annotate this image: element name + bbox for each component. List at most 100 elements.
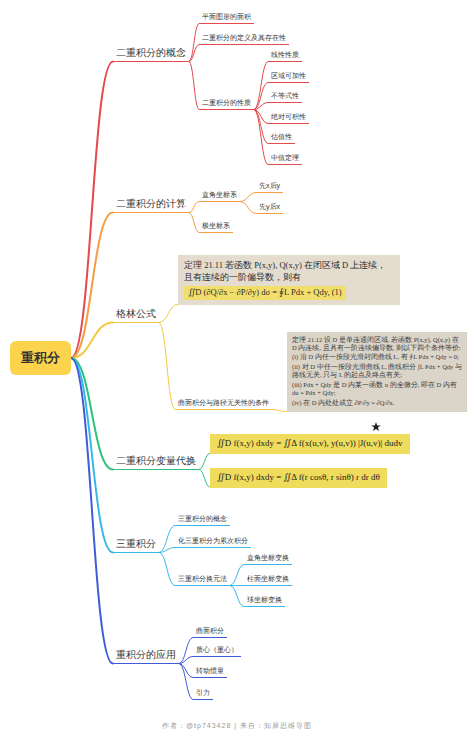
topic-text: 二重积分的定义及其存在性 (202, 34, 286, 43)
topic-text: 引力 (196, 689, 210, 698)
theorem-text: (iv) 在 D 内处处成立 ∂P/∂y = ∂Q/∂x. (292, 399, 462, 407)
branch-connector (179, 657, 193, 664)
branch-connector (179, 664, 193, 700)
subtopic: 化三重积分为累次积分 (175, 537, 251, 548)
branch-connector (230, 586, 244, 607)
theorem-image: 定理 21.11 若函数 P(x,y), Q(x,y) 在闭区域 D 上连续，且… (178, 255, 400, 305)
main-topic: 重积分的应用 (113, 648, 179, 664)
topic-text: 重积分的应用 (116, 648, 176, 661)
subtopic: 二重积分的定义及其存在性 (199, 34, 289, 45)
subtopic: 二重积分的性质 (199, 99, 254, 110)
branch-connector (179, 638, 193, 664)
topic-text: 直角坐标变换 (247, 554, 289, 563)
main-topic: 二重积分变量代换 (113, 454, 199, 470)
topic-text: 极坐标系 (202, 222, 230, 231)
theorem-text: (ii) 对 D 中任一按段光滑曲线 L, 曲线积分 ∫L Pdx + Qdy … (292, 363, 462, 380)
subtopic: 三重积分的概念 (175, 515, 230, 526)
branch-connector (189, 213, 199, 233)
theorem-image: 定理 21.12 设 D 是单连通闭区域. 若函数 P(x,y), Q(x,y)… (287, 332, 467, 413)
subtopic: 曲面积分与路径无关性的条件 (175, 399, 272, 410)
main-topic: 二重积分的概念 (113, 46, 189, 62)
topic-text: 三重积分的概念 (178, 515, 227, 524)
star-icon (371, 422, 381, 431)
subtopic: 中值定理 (268, 154, 302, 165)
formula-text: ∬D f(x,y) dxdy = ∬Δ f(r cosθ, r sinθ) r … (217, 472, 380, 484)
subtopic: 质心（重心） (193, 646, 241, 657)
branch-connector (254, 83, 268, 110)
branch-connector (159, 526, 175, 553)
branch-connector (189, 202, 199, 213)
subtopic: 绝对可积性 (268, 113, 309, 124)
theorem-text: ∬D (∂Q/∂x − ∂P/∂y) dσ = ∮L Pdx + Qdy, (1… (184, 286, 346, 300)
subtopic: 线性性质 (268, 51, 302, 62)
footer-note: 作者：@tp743428 | 来自：知犀思维导图 (0, 721, 474, 731)
subtopic: 三重积分换元法 (175, 575, 230, 586)
topic-text: 先y后x (259, 203, 280, 212)
topic-text: 化三重积分为累次积分 (178, 537, 248, 546)
subtopic: 平面图形的面积 (199, 13, 254, 24)
branch-connector (159, 548, 175, 553)
branch-connector (159, 323, 175, 410)
branch-connector (159, 304, 178, 322)
topic-text: 二重积分的计算 (116, 197, 186, 210)
main-topic: 格林公式 (113, 307, 159, 323)
subtopic: 球坐标变换 (244, 596, 285, 607)
theorem-text: (i) 沿 D 内任一按段光滑封闭曲线 L, 有 ∮L Pdx + Qdy = … (292, 353, 462, 361)
subtopic: 引力 (193, 689, 213, 700)
formula-image: ∬D f(x,y) dxdy = ∬Δ f(x(u,v), y(u,v)) |J… (210, 434, 410, 454)
topic-text: 区域可加性 (271, 72, 306, 81)
topic-text: 三重积分 (116, 537, 156, 550)
topic-text: 估值性 (271, 133, 292, 142)
subtopic: 不等式性 (268, 92, 302, 103)
subtopic: 曲面积分 (193, 627, 227, 638)
branch-connector (189, 62, 199, 110)
branch-connector (71, 323, 113, 359)
topic-text: 球坐标变换 (247, 596, 282, 605)
branch-connector (189, 45, 199, 62)
theorem-text: 定理 21.12 设 D 是单连通闭区域. 若函数 P(x,y), Q(x,y)… (292, 336, 462, 353)
topic-text: 格林公式 (116, 307, 156, 320)
subtopic: 先x后y (256, 182, 283, 193)
branch-connector (199, 453, 210, 469)
branch-connector (159, 553, 175, 586)
topic-text: 二重积分的性质 (202, 99, 251, 108)
branch-connector (230, 565, 244, 586)
root-topic: 重积分 (10, 341, 71, 375)
subtopic: 区域可加性 (268, 72, 309, 83)
branch-connector (199, 470, 210, 488)
subtopic: 极坐标系 (199, 222, 233, 233)
topic-text: 曲面积分与路径无关性的条件 (178, 399, 269, 408)
branch-connector (71, 62, 113, 359)
main-topic: 二重积分的计算 (113, 197, 189, 213)
topic-text: 重积分 (21, 349, 60, 367)
branch-connector (71, 213, 113, 359)
branch-connector (254, 62, 268, 110)
topic-text: 先x后y (259, 182, 280, 191)
topic-text: 平面图形的面积 (202, 13, 251, 22)
formula-text: ∬D f(x,y) dxdy = ∬Δ f(x(u,v), y(u,v)) |J… (217, 438, 403, 450)
topic-text: 质心（重心） (196, 646, 238, 655)
subtopic: 直角坐标系 (199, 191, 240, 202)
subtopic: 转动惯量 (193, 667, 227, 678)
topic-text: 中值定理 (271, 154, 299, 163)
topic-text: 曲面积分 (196, 627, 224, 636)
topic-text: 直角坐标系 (202, 191, 237, 200)
branch-connector (240, 193, 256, 202)
formula-image: ∬D f(x,y) dxdy = ∬Δ f(r cosθ, r sinθ) r … (210, 468, 387, 488)
subtopic: 先y后x (256, 203, 283, 214)
subtopic: 直角坐标变换 (244, 554, 292, 565)
topic-text: 线性性质 (271, 51, 299, 60)
main-topic: 三重积分 (113, 537, 159, 553)
subtopic: 估值性 (268, 133, 295, 144)
branch-connector (254, 103, 268, 110)
topic-text: 二重积分变量代换 (116, 454, 196, 467)
branch-connector (240, 202, 256, 214)
theorem-text: (iii) Pdx + Qdy 是 D 内某一函数 u 的全微分, 即在 D 内… (292, 381, 462, 398)
topic-text: 柱面坐标变换 (247, 575, 289, 584)
branch-connector (254, 110, 268, 165)
topic-text: 二重积分的概念 (116, 46, 186, 59)
theorem-text: 定理 21.11 若函数 P(x,y), Q(x,y) 在闭区域 D 上连续，且… (184, 260, 394, 284)
branch-connector (189, 24, 199, 62)
subtopic: 柱面坐标变换 (244, 575, 292, 586)
topic-text: 绝对可积性 (271, 113, 306, 122)
